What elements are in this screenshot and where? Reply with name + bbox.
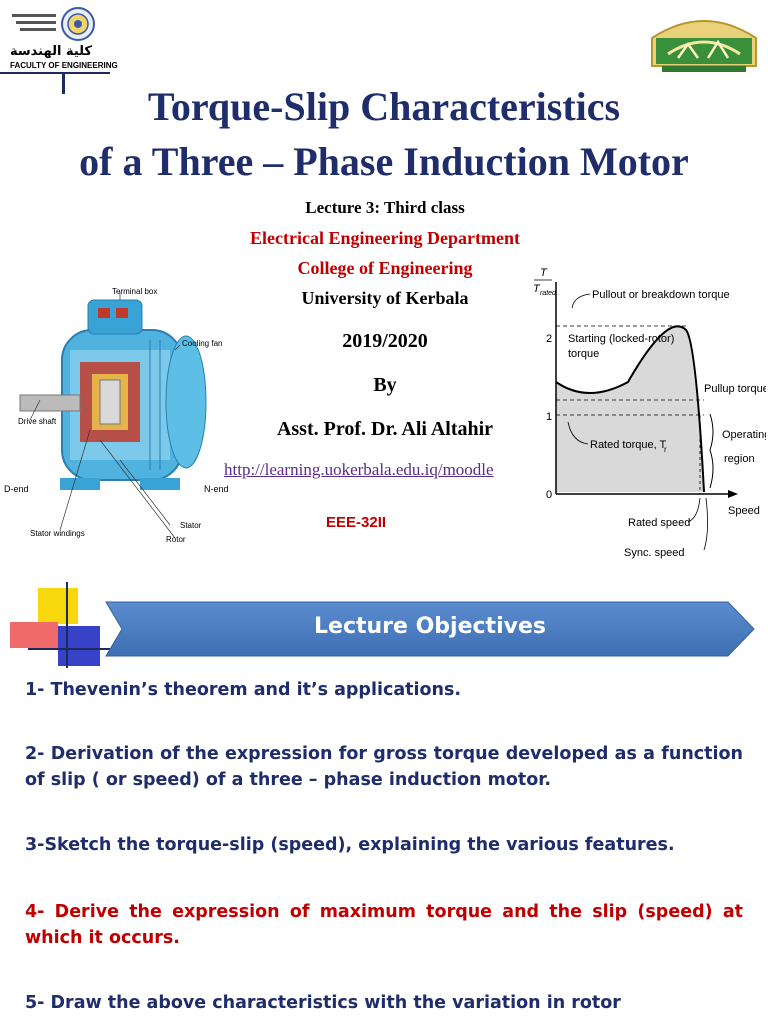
- rated-torque-subscript: r: [664, 445, 667, 454]
- author-name: Asst. Prof. Dr. Ali Altahir: [276, 418, 494, 440]
- y-tick-0: 0: [546, 489, 552, 501]
- starting-torque-label-2: torque: [568, 348, 599, 360]
- y-tick-2: 2: [546, 333, 552, 345]
- objectives-heading: Lecture Objectives: [314, 614, 546, 639]
- operating-region-label-2: region: [724, 453, 755, 465]
- objective-item-1: 1- Thevenin’s theorem and it’s applicati…: [25, 680, 462, 700]
- academic-year: 2019/2020: [342, 330, 428, 352]
- objective-item-5: 5- Draw the above characteristics with t…: [25, 993, 621, 1013]
- x-axis-label-speed: Speed: [728, 505, 760, 517]
- pullup-torque-label: Pullup torque: [704, 383, 766, 395]
- starting-torque-label-1: Starting (locked-rotor): [568, 333, 674, 345]
- rated-torque-label: Rated torque, T: [590, 439, 667, 451]
- motor-label-cooling-fan: Cooling fan: [182, 339, 222, 348]
- faculty-arabic-name: كلية الهندسة: [10, 44, 92, 59]
- objectives-banner: [105, 601, 755, 657]
- y-axis-label-subscript: rated: [540, 290, 557, 297]
- university-logo: [8, 4, 108, 74]
- motor-label-stator: Stator: [180, 521, 202, 530]
- induction-motor-illustration: Terminal box Cooling fan Drive shaft D-e…: [4, 287, 229, 544]
- moodle-link[interactable]: http://learning.uokerbala.edu.iq/moodle: [224, 460, 494, 479]
- y-axis-label-denominator: T: [533, 283, 541, 295]
- header-rule-tick: [62, 72, 65, 94]
- lecture-label: Lecture 3: Third class: [305, 198, 465, 217]
- sync-speed-label: Sync. speed: [624, 547, 685, 559]
- decor-blue-block: [58, 626, 100, 666]
- y-axis-label-numerator: T: [540, 267, 548, 279]
- university-name: University of Kerbala: [301, 288, 469, 308]
- motor-label-drive-shaft: Drive shaft: [18, 417, 57, 426]
- decor-yellow-block: [38, 588, 78, 624]
- decor-vertical-line: [66, 582, 68, 668]
- decor-red-block: [10, 622, 58, 648]
- university-emblem-logo: [651, 20, 757, 72]
- motor-label-rotor: Rotor: [166, 535, 186, 544]
- operating-region-label-1: Operating: [722, 429, 766, 441]
- y-tick-1: 1: [546, 411, 552, 423]
- motor-label-terminal-box: Terminal box: [112, 287, 157, 296]
- pullout-torque-label: Pullout or breakdown torque: [592, 289, 730, 301]
- torque-speed-curve-figure: T T rated 2 1 0 Pullout or breakdown tor…: [533, 267, 766, 559]
- header-rule: [0, 72, 110, 74]
- rated-speed-label: Rated speed: [628, 517, 690, 529]
- by-label: By: [373, 374, 397, 396]
- objective-item-4: 4- Derive the expression of maximum torq…: [25, 902, 743, 948]
- motor-label-stator-windings: Stator windings: [30, 529, 85, 538]
- motor-label-n-end: N-end: [204, 484, 229, 494]
- course-code: EEE-32II: [326, 514, 387, 531]
- objective-item-3: 3-Sketch the torque-slip (speed), explai…: [25, 835, 675, 855]
- faculty-english-name: FACULTY OF ENGINEERING: [10, 61, 118, 70]
- department-name: Electrical Engineering Department: [250, 228, 520, 248]
- objective-item-2: 2- Derivation of the expression for gros…: [25, 744, 743, 790]
- decor-horizontal-line: [28, 648, 116, 650]
- slide-title-line-1: Torque-Slip Characteristics: [147, 84, 621, 129]
- motor-label-d-end: D-end: [4, 484, 29, 494]
- slide-title-line-2: of a Three – Phase Induction Motor: [79, 139, 689, 184]
- college-name: College of Engineering: [297, 258, 473, 278]
